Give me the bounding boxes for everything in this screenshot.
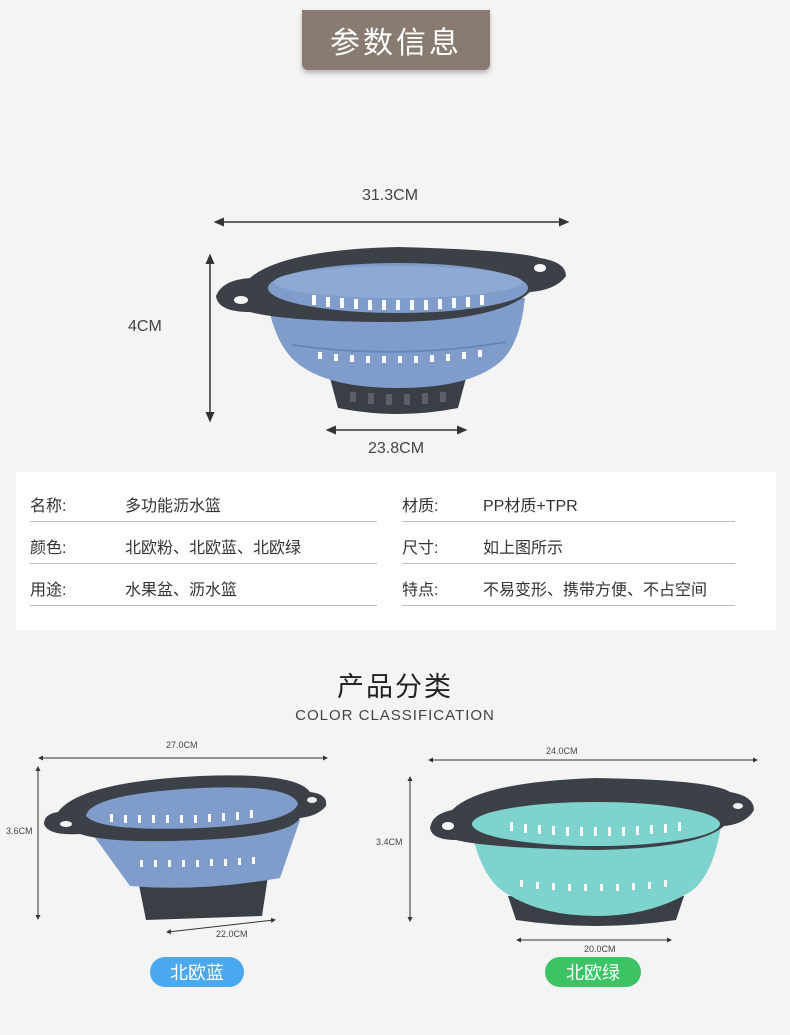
spec-key: 材质: — [402, 498, 439, 515]
spec-key: 颜色: — [30, 540, 67, 557]
spec-row: 用途: 水果盆、沥水篮 — [30, 564, 377, 606]
variant-blue-width-label: 27.0CM — [166, 740, 198, 750]
variant-green-width-label: 24.0CM — [546, 746, 578, 756]
spec-key: 名称: — [30, 498, 67, 515]
variants-figure — [35, 755, 758, 943]
spec-key: 尺寸: — [402, 540, 439, 557]
variant-blue-base-arrow — [166, 917, 276, 935]
colander-green-round-image — [430, 778, 754, 926]
base-dimension-label: 23.8CM — [368, 440, 425, 457]
spec-table: 名称: 多功能沥水篮 颜色: 北欧粉、北欧蓝、北欧绿 用途: 水果盆、沥水篮 材… — [16, 472, 776, 630]
spec-value: 多功能沥水篮 — [125, 498, 222, 515]
section-title-banner: 参数信息 — [302, 10, 490, 70]
spec-key: 用途: — [30, 582, 67, 599]
spec-row: 特点: 不易变形、携带方便、不占空间 — [402, 564, 735, 606]
variant-blue-name-badge: 北欧蓝 — [150, 957, 244, 987]
width-dimension-label: 31.3CM — [362, 187, 419, 204]
variant-green-name: 北欧绿 — [566, 963, 620, 984]
colander-blue-square-image — [44, 775, 327, 920]
main-product-figure — [205, 217, 570, 435]
spec-value: 如上图所示 — [483, 540, 564, 557]
variant-blue-height-label: 3.6CM — [6, 826, 33, 836]
spec-row: 颜色: 北欧粉、北欧蓝、北欧绿 — [30, 522, 377, 564]
spec-row: 材质: PP材质+TPR — [402, 480, 735, 522]
banner-title: 参数信息 — [330, 26, 462, 61]
spec-value: 水果盆、沥水篮 — [125, 582, 238, 599]
spec-value: 北欧粉、北欧蓝、北欧绿 — [125, 540, 302, 557]
classification-title: 产品分类 — [337, 672, 453, 703]
variant-blue-name: 北欧蓝 — [170, 963, 224, 984]
spec-row: 名称: 多功能沥水篮 — [30, 480, 377, 522]
variant-green-name-badge: 北欧绿 — [545, 957, 641, 987]
colander-blue-round-image — [216, 247, 566, 414]
spec-value: PP材质+TPR — [483, 498, 578, 515]
height-dimension-label: 4CM — [128, 318, 162, 335]
classification-subtitle: COLOR CLASSIFICATION — [295, 707, 495, 724]
spec-key: 特点: — [402, 582, 439, 599]
spec-value: 不易变形、携带方便、不占空间 — [483, 582, 708, 599]
variant-green-height-label: 3.4CM — [376, 837, 403, 847]
variant-green-base-label: 20.0CM — [584, 944, 616, 954]
spec-row: 尺寸: 如上图所示 — [402, 522, 735, 564]
